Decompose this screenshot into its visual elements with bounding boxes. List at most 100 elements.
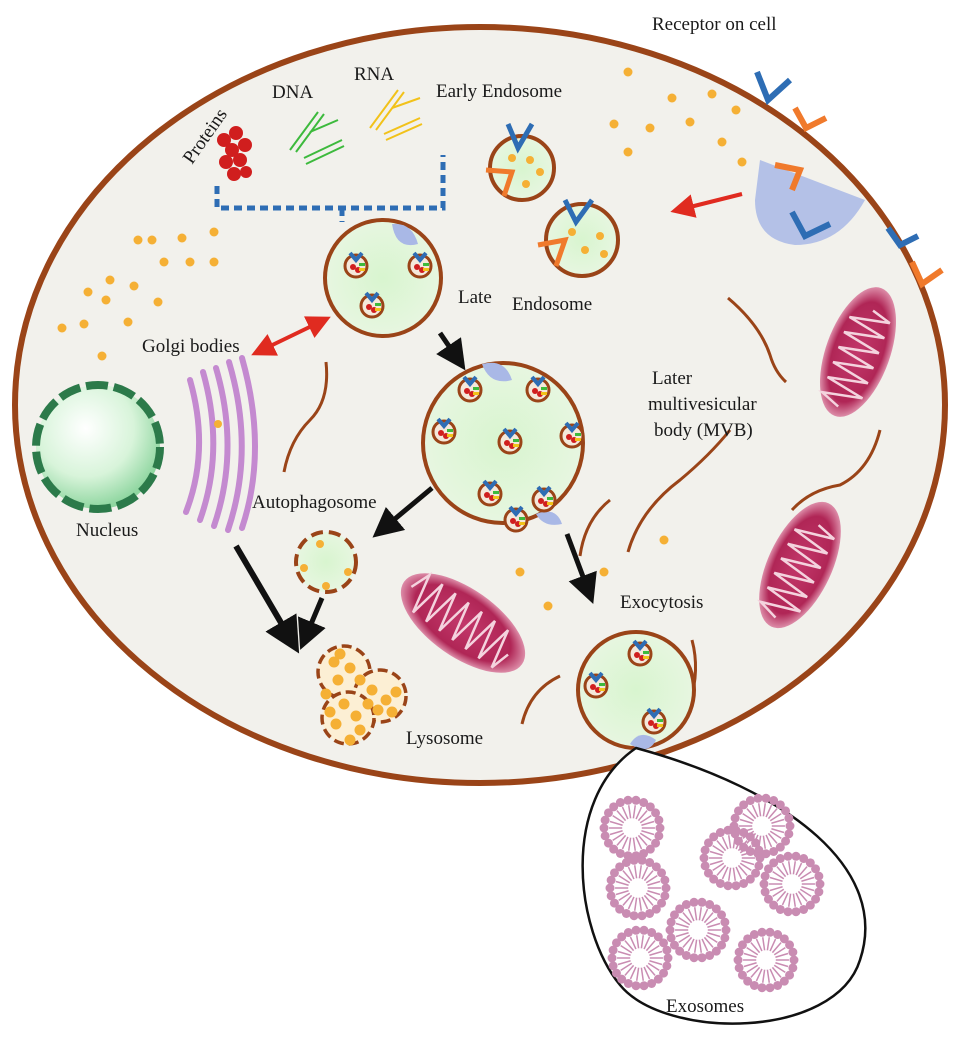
lysosome-content-dot [350,710,362,722]
cytoskeleton [282,296,882,725]
label-golgi: Golgi bodies [142,336,240,357]
exosome-icon [733,927,799,993]
exosome-icon [665,897,731,963]
cargo-dot [707,89,717,99]
receptors [754,70,944,289]
golgi-endosome-arrow [251,316,331,356]
cargo-dot [717,137,727,147]
intraluminal-vesicle [503,505,529,533]
cargo-bracket [214,155,446,222]
cargo-dot [737,157,747,167]
lysosome-content-dot [380,694,392,706]
label-autophagosome: Autophagosome [252,492,377,513]
lysosome-content-dot [330,718,342,730]
nucleus [32,381,164,513]
receptor-orange-icon [792,106,828,132]
exosome-icon [599,795,665,861]
intraluminal-vesicle [431,417,457,445]
lysosome-content-dot [386,706,398,718]
label-endosome: Endosome [512,294,592,315]
cargo-dot [623,67,633,77]
label-exosomes: Exosomes [666,996,744,1017]
intraluminal-vesicle [497,427,523,455]
cargo-dot [177,233,187,243]
label-dna: DNA [272,82,313,103]
intraluminal-vesicle [525,375,551,403]
lysosome-content-dot [324,706,336,718]
intraluminal-vesicle [477,479,503,507]
label-nucleus: Nucleus [76,520,138,541]
receptor-blue-icon [885,226,920,249]
receptor-orange-icon [909,260,944,289]
cargo-dot [667,93,677,103]
lysosome-content-dot [334,648,346,660]
protein-cluster-icon [217,126,252,181]
cargo-dot [609,119,619,129]
cargo-dot [123,317,133,327]
receptor-blue-icon [754,70,793,106]
arrow-mvb-to-exocytosis [564,533,597,605]
exosome-icon [699,825,765,891]
lysosome-content-dot [328,656,340,668]
arrow-mvb-to-autophagosome [372,486,434,538]
receptor-orange-icon [774,162,805,192]
intraluminal-vesicle [627,639,653,667]
dna-strands-icon [289,111,345,165]
intraluminal-vesicle [559,421,585,449]
label-mvb-1: Later [652,368,693,389]
lysosome-content-dot [332,674,344,686]
label-mvb-3: body (MVB) [654,420,753,441]
intraluminal-vesicle [457,375,483,403]
label-exocytosis: Exocytosis [620,592,703,613]
cargo-dot [79,319,89,329]
exocytosis-vesicle [576,630,696,750]
cargo-dot [599,567,609,577]
lysosome-content-dot [344,662,356,674]
cargo-dot [159,257,169,267]
cargo-dot [543,601,553,611]
arrow-golgi-to-lysosome [233,544,300,654]
cargo-dot [659,535,669,545]
intraluminal-vesicle [583,671,609,699]
intraluminal-vesicle [343,251,369,279]
exosome-group [599,793,825,993]
cargo-dot [153,297,163,307]
early-endosome-2 [537,198,620,278]
cargo-dot [133,235,143,245]
lysosome-content-dot [366,684,378,696]
lysosome-content-dot [390,686,402,698]
lysosome-content-dot [338,698,350,710]
arrow-late-to-mvb [436,331,466,371]
label-receptor: Receptor on cell [652,14,777,35]
exosome-icon [607,925,673,991]
label-mvb-2: multivesicular [648,394,757,415]
rna-strands-icon [369,89,423,141]
cargo-dot [185,257,195,267]
receptor-blue-icon [789,210,832,240]
mitochondrion-1 [818,287,897,417]
cargo-dot [209,227,219,237]
label-early-endosome: Early Endosome [436,81,562,102]
autophagosome [294,530,358,594]
cargo-dot [623,147,633,157]
label-rna: RNA [354,64,394,85]
cargo-dot [645,123,655,133]
label-late: Late [458,287,492,308]
cargo-dots [57,67,747,611]
intraluminal-vesicle [531,485,557,513]
cargo-dot [83,287,93,297]
intraluminal-vesicle [641,707,667,735]
early-endosome-1 [485,122,556,202]
intraluminal-vesicle [359,291,385,319]
arrow-autophagosome-to-lysosome [297,597,326,650]
cargo-dot [101,295,111,305]
cargo-dot [515,567,525,577]
late-endosome [323,218,443,338]
intraluminal-vesicle [407,251,433,279]
cargo-dot [97,351,107,361]
label-lysosome: Lysosome [406,728,483,749]
cargo-dot [731,105,741,115]
cargo-dot [209,257,219,267]
